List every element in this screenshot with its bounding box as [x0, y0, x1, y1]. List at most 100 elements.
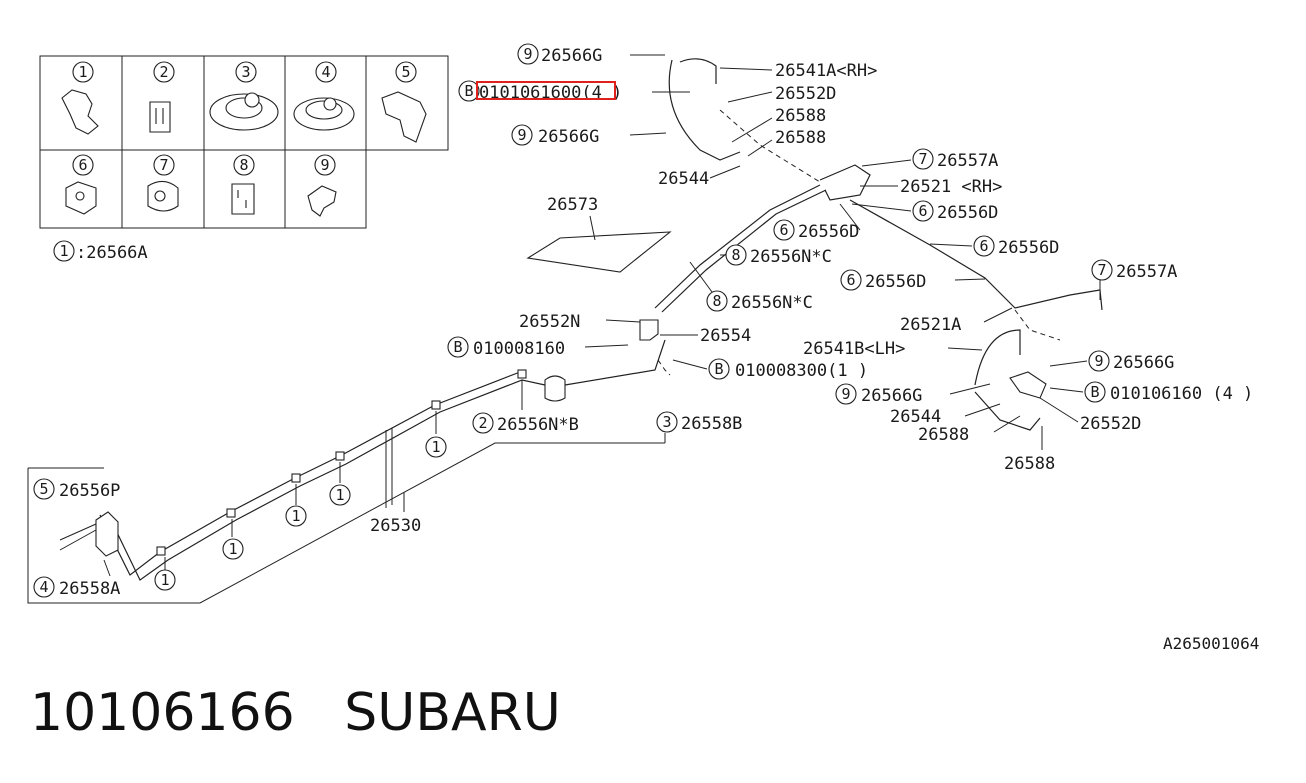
callout-26556d-3: 6 26556D [929, 235, 1059, 258]
legend-note: 1 :26566A [53, 240, 148, 263]
callout-26557a-lower: 7 26557A [1091, 259, 1177, 300]
callout-26557a-top: 7 26557A [861, 148, 998, 171]
svg-text:26566G: 26566G [861, 386, 922, 406]
svg-text:26521 <RH>: 26521 <RH> [900, 177, 1002, 197]
svg-text:26541B<LH>: 26541B<LH> [803, 339, 905, 359]
svg-text:26557A: 26557A [937, 151, 998, 171]
svg-text:B: B [714, 360, 723, 378]
legend-cell-4: 4 [293, 61, 355, 131]
svg-text:4: 4 [39, 578, 48, 596]
callout-26530: 26530 [370, 492, 421, 536]
callout-26544-lower: 26544 [890, 403, 1001, 427]
svg-text:7: 7 [1097, 261, 1106, 279]
svg-text:010008160: 010008160 [473, 339, 565, 359]
callout-26556d-4: 6 26556D [840, 269, 986, 292]
svg-text:26556N*C: 26556N*C [750, 247, 832, 267]
clip-markers: 1 1 1 1 1 [154, 436, 447, 591]
svg-text:9: 9 [841, 385, 850, 403]
svg-text:010008300(1 ): 010008300(1 ) [735, 361, 868, 381]
legend-cell-7: 7 [147, 154, 179, 212]
callout-26541a: 26541A<RH> [719, 61, 877, 81]
callout-26521a: 26521A [900, 307, 1013, 335]
callout-26588-a: 26588 [731, 106, 826, 143]
callout-26544-top: 26544 [658, 165, 741, 189]
svg-text:1: 1 [228, 540, 237, 558]
callout-26556d-2: 6 26556D [773, 203, 861, 242]
legend-cell-3: 3 [209, 61, 279, 131]
svg-text:9: 9 [523, 45, 532, 63]
svg-text:4: 4 [321, 63, 330, 81]
callout-0101061600: B 0101061600(4 ) [458, 80, 690, 103]
svg-text:26556N*C: 26556N*C [731, 293, 813, 313]
diagram-code: A265001064 [1163, 634, 1260, 653]
legend-cell-9: 9 [307, 154, 337, 217]
svg-text:26541A<RH>: 26541A<RH> [775, 61, 877, 81]
svg-text:B: B [464, 82, 473, 100]
svg-text:9: 9 [320, 156, 329, 174]
svg-text:5: 5 [39, 480, 48, 498]
legend-cell-2: 2 [149, 61, 175, 133]
svg-text:8: 8 [731, 246, 740, 264]
callout-26556nb: 2 26556N*B [472, 412, 579, 435]
callout-010008160: B 010008160 [447, 336, 629, 359]
callout-26566g-lower: 9 26566G [835, 383, 991, 406]
callout-26552d-top: 26552D [727, 84, 836, 104]
callout-26558b: 3 26558B [656, 411, 742, 443]
clip-marker: 1 [329, 484, 351, 506]
svg-text:B: B [453, 338, 462, 356]
svg-text:6: 6 [918, 202, 927, 220]
svg-text:26573: 26573 [547, 195, 598, 215]
callout-010008300: B 010008300(1 ) [672, 358, 868, 381]
svg-text:26556P: 26556P [59, 481, 120, 501]
legend-cell-6: 6 [65, 154, 97, 215]
callout-26558a: 4 26558A [33, 559, 120, 599]
legend-cell-8: 8 [231, 154, 255, 215]
callout-26556p: 5 26556P [33, 478, 120, 501]
callout-26556nc-1: 8 26556N*C [720, 244, 832, 267]
brake-lines [27, 58, 1103, 604]
svg-text:26552D: 26552D [1080, 414, 1141, 434]
svg-text:7: 7 [918, 150, 927, 168]
svg-text:B: B [1090, 383, 1099, 401]
svg-text:26544: 26544 [890, 407, 941, 427]
svg-text:26558A: 26558A [59, 579, 120, 599]
callout-26573: 26573 [547, 195, 598, 241]
svg-text:26558B: 26558B [681, 414, 742, 434]
svg-text:6: 6 [979, 237, 988, 255]
legend-grid: 1 2 3 4 5 6 7 [39, 55, 449, 229]
svg-text:26588: 26588 [775, 106, 826, 126]
svg-text:9: 9 [517, 126, 526, 144]
highlight-box [476, 81, 616, 100]
callout-26588-b: 26588 [747, 128, 826, 157]
svg-text:8: 8 [712, 292, 721, 310]
clip-marker: 1 [425, 436, 447, 458]
svg-text:3: 3 [241, 63, 250, 81]
svg-text:26552N: 26552N [519, 312, 580, 332]
clip-marker: 1 [222, 538, 244, 560]
svg-text:1: 1 [431, 438, 440, 456]
svg-text:26588: 26588 [775, 128, 826, 148]
svg-text:26588: 26588 [918, 425, 969, 445]
svg-text:26530: 26530 [370, 516, 421, 536]
clip-marker: 1 [154, 569, 176, 591]
svg-text:1: 1 [291, 507, 300, 525]
svg-text:6: 6 [78, 156, 87, 174]
svg-text:8: 8 [239, 156, 248, 174]
svg-text:26557A: 26557A [1116, 262, 1177, 282]
svg-text:26544: 26544 [658, 169, 709, 189]
svg-text:26556D: 26556D [937, 203, 998, 223]
svg-text:6: 6 [779, 221, 788, 239]
callout-26556nc-2: 8 26556N*C [689, 261, 813, 313]
svg-text:26588: 26588 [1004, 454, 1055, 474]
svg-text:26521A: 26521A [900, 315, 961, 335]
svg-text:26566G: 26566G [1113, 353, 1174, 373]
callout-26566g-right: 9 26566G [1049, 350, 1174, 373]
svg-text:1: 1 [160, 571, 169, 589]
svg-text:1: 1 [335, 486, 344, 504]
callout-26521-rh: 26521 <RH> [860, 177, 1002, 197]
svg-text:26552D: 26552D [775, 84, 836, 104]
callout-26554: 26554 [660, 326, 751, 346]
svg-text:26566G: 26566G [541, 46, 602, 66]
callout-26541b: 26541B<LH> [803, 339, 983, 359]
callout-26552d-lower: 26552D [1039, 397, 1141, 434]
